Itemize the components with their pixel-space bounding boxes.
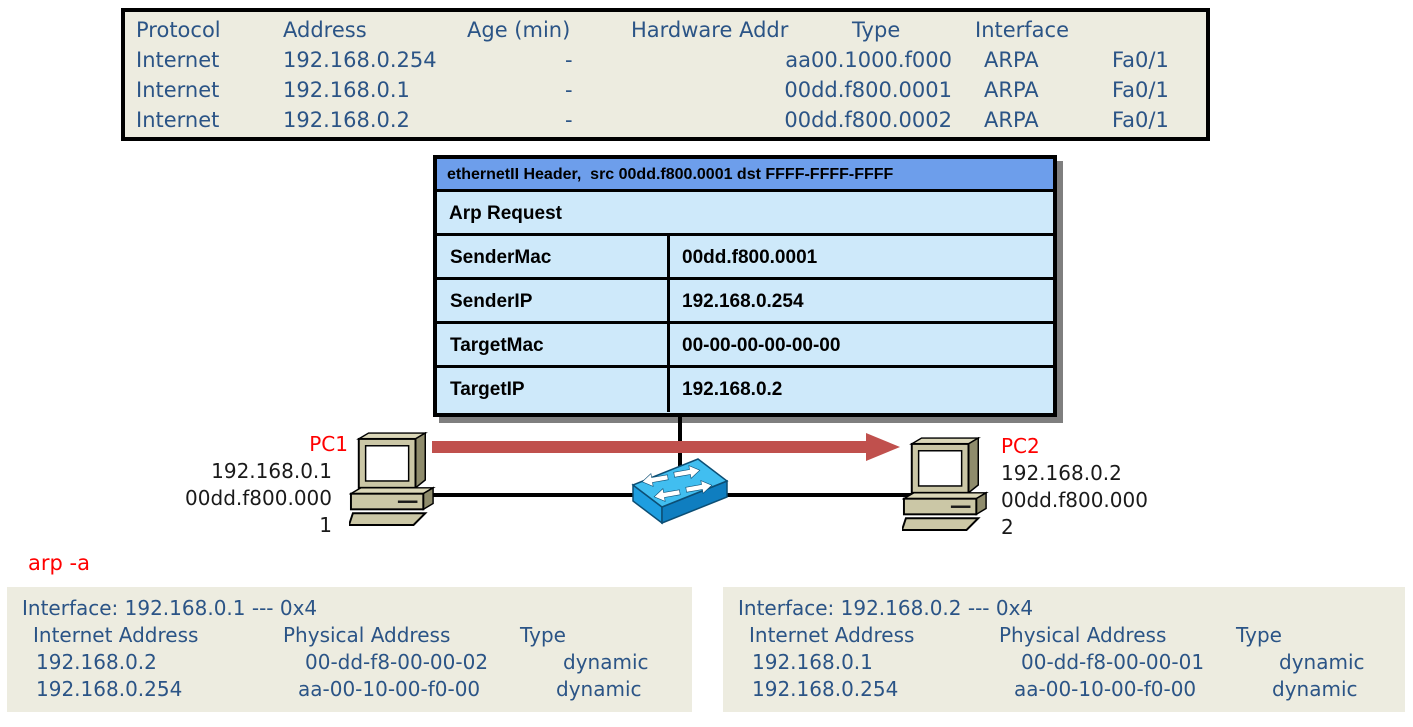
cell-hardware-addr: aa00.1000.f000 (785, 48, 952, 72)
pc2-ip: 192.168.0.2 (1001, 461, 1122, 485)
interface-title: Interface: 192.168.0.1 --- 0x4 (22, 596, 318, 620)
cell-internet-address: 192.168.0.2 (36, 650, 157, 674)
cell-physical-address: 00-dd-f8-00-00-02 (305, 650, 489, 674)
pc1-mac-line1: 00dd.f800.000 (185, 486, 332, 510)
pc2-mac-line1: 00dd.f800.000 (1001, 488, 1148, 512)
packet-field-row: SenderMac 00dd.f800.0001 (437, 236, 1053, 280)
cell-interface: Fa0/1 (1112, 108, 1169, 132)
network-switch-icon (631, 458, 729, 525)
packet-field-row: TargetIP 192.168.0.2 (437, 368, 1053, 412)
arp-table-row: Internet 192.168.0.254 - aa00.1000.f000 … (125, 48, 1206, 76)
cell-type: dynamic (1272, 677, 1358, 701)
col-type: Type (1236, 623, 1282, 647)
pc1-desktop-computer-icon (349, 432, 436, 526)
packet-field-row: SenderIP 192.168.0.254 (437, 280, 1053, 324)
col-physical-address: Physical Address (283, 623, 451, 647)
cell-protocol: Internet (136, 78, 220, 102)
field-value: 192.168.0.254 (682, 291, 804, 312)
col-physical-address: Physical Address (999, 623, 1167, 647)
col-age: Age (min) (467, 18, 571, 42)
cell-address: 192.168.0.254 (283, 48, 437, 72)
packet-field-row: TargetMac 00-00-00-00-00-00 (437, 324, 1053, 368)
cell-type: dynamic (1279, 650, 1365, 674)
field-value: 192.168.0.2 (682, 379, 783, 400)
pc2-mac-line2: 2 (1001, 515, 1014, 539)
cache-row: 192.168.0.254 aa-00-10-00-f0-00 dynamic (7, 677, 692, 701)
cell-hardware-addr: 00dd.f800.0002 (784, 108, 952, 132)
col-type: Type (520, 623, 566, 647)
cache-interface-line: Interface: 192.168.0.1 --- 0x4 (7, 596, 692, 620)
cell-internet-address: 192.168.0.1 (752, 650, 873, 674)
cell-interface: Fa0/1 (1112, 78, 1169, 102)
field-label: TargetIP (437, 368, 670, 412)
arp-table-header-row: Protocol Address Age (min) Hardware Addr… (125, 18, 1206, 46)
interface-title: Interface: 192.168.0.2 --- 0x4 (738, 596, 1034, 620)
cell-address: 192.168.0.1 (283, 78, 410, 102)
cell-type: dynamic (563, 650, 649, 674)
cache-row: 192.168.0.1 00-dd-f8-00-00-01 dynamic (723, 650, 1405, 674)
col-protocol: Protocol (136, 18, 221, 42)
col-internet-address: Internet Address (749, 623, 915, 647)
cache-row: 192.168.0.254 aa-00-10-00-f0-00 dynamic (723, 677, 1405, 701)
cell-type: ARPA (984, 108, 1039, 132)
cache-row: 192.168.0.2 00-dd-f8-00-00-02 dynamic (7, 650, 692, 674)
cell-address: 192.168.0.2 (283, 108, 410, 132)
pc2-label-block: PC2 192.168.0.2 00dd.f800.000 2 (1001, 433, 1201, 541)
cell-internet-address: 192.168.0.254 (752, 677, 899, 701)
cache-interface-line: Interface: 192.168.0.2 --- 0x4 (723, 596, 1405, 620)
broadcast-arrow-head-icon (866, 433, 900, 461)
ethernet-header-row: ethernetII Header, src 00dd.f800.0001 ds… (437, 159, 1053, 192)
cell-interface: Fa0/1 (1112, 48, 1169, 72)
cell-protocol: Internet (136, 108, 220, 132)
arp-request-packet: ethernetII Header, src 00dd.f800.0001 ds… (433, 155, 1057, 417)
cell-type: dynamic (556, 677, 642, 701)
col-interface: Interface (975, 18, 1070, 42)
arp-table-row: Internet 192.168.0.1 - 00dd.f800.0001 AR… (125, 78, 1206, 106)
field-label: SenderIP (437, 280, 670, 321)
col-address: Address (283, 18, 367, 42)
cell-age: - (565, 78, 573, 102)
cache-header-row: Internet Address Physical Address Type (723, 623, 1405, 647)
arp-table-row: Internet 192.168.0.2 - 00dd.f800.0002 AR… (125, 108, 1206, 136)
pc2-arp-cache: Interface: 192.168.0.2 --- 0x4 Internet … (723, 587, 1405, 712)
cell-internet-address: 192.168.0.254 (36, 677, 183, 701)
cell-age: - (565, 108, 573, 132)
router-arp-table: Protocol Address Age (min) Hardware Addr… (121, 8, 1210, 141)
cell-hardware-addr: 00dd.f800.0001 (784, 78, 952, 102)
field-label: TargetMac (437, 324, 670, 365)
cell-age: - (565, 48, 573, 72)
broadcast-arrow (432, 441, 866, 453)
cell-physical-address: 00-dd-f8-00-00-01 (1021, 650, 1205, 674)
cell-type: ARPA (984, 48, 1039, 72)
col-internet-address: Internet Address (33, 623, 199, 647)
cell-type: ARPA (984, 78, 1039, 102)
pc2-name: PC2 (1001, 434, 1040, 458)
pc1-ip: 192.168.0.1 (211, 459, 332, 483)
pc1-name: PC1 (309, 432, 348, 456)
field-label: SenderMac (437, 236, 670, 277)
pc1-arp-cache: Interface: 192.168.0.1 --- 0x4 Internet … (7, 587, 692, 712)
pc1-mac-line2: 1 (319, 513, 332, 537)
pc1-label-block: PC1 192.168.0.1 00dd.f800.000 1 (140, 431, 348, 539)
arp-command: arp -a (28, 551, 90, 575)
pc2-desktop-computer-icon (902, 437, 989, 531)
col-hardware-addr: Hardware Addr (631, 18, 789, 42)
col-type: Type (852, 18, 901, 42)
field-value: 00-00-00-00-00-00 (682, 335, 841, 356)
arp-request-title-row: Arp Request (437, 192, 1053, 236)
cache-header-row: Internet Address Physical Address Type (7, 623, 692, 647)
cell-physical-address: aa-00-10-00-f0-00 (1014, 677, 1197, 701)
field-value: 00dd.f800.0001 (682, 247, 818, 268)
cell-protocol: Internet (136, 48, 220, 72)
cell-physical-address: aa-00-10-00-f0-00 (298, 677, 481, 701)
